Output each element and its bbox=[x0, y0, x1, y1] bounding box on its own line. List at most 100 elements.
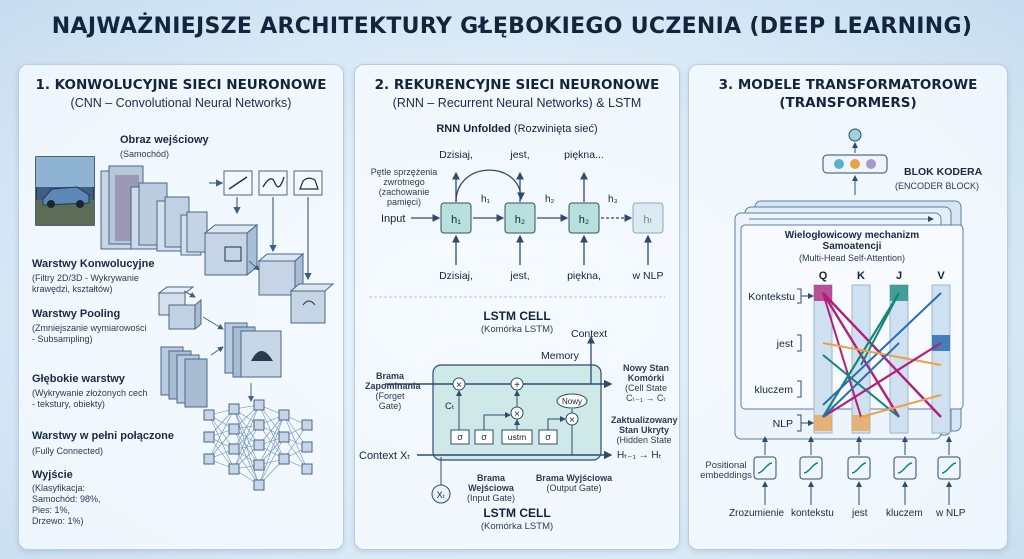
row-nlp: NLP bbox=[773, 418, 793, 430]
sine-curve-icon bbox=[897, 462, 913, 474]
fc-neuron bbox=[301, 419, 313, 431]
gate-sigma-3: σ bbox=[545, 432, 551, 442]
fc-neuron bbox=[301, 441, 313, 453]
new-state-1: Nowy Stan bbox=[622, 363, 669, 373]
forget-gate-3: (Forget Gate) bbox=[375, 391, 405, 411]
deep-sub2: - tekstury, obiekty) bbox=[32, 399, 105, 409]
gate-ustm: ustm bbox=[508, 432, 526, 442]
transformer-diagram: Q K J V Kontekstu jest kluczem NLP bbox=[734, 128, 964, 505]
fc-neuron bbox=[253, 459, 265, 471]
fc-connection bbox=[258, 436, 285, 486]
new-state-4: Cₜ₋₁ → Cₜ bbox=[625, 393, 667, 403]
rnn-unfold-sub: (Rozwinięta sieć) bbox=[510, 123, 598, 135]
fc-connection bbox=[208, 414, 235, 450]
rnn-link-1: h₁ bbox=[481, 194, 491, 205]
token-3: jest bbox=[852, 508, 868, 519]
updated-state-2: Stan Ukryty bbox=[618, 425, 670, 435]
rnn-out-1: Dzisiaj, bbox=[439, 149, 473, 161]
memory-label: Memory bbox=[541, 350, 580, 362]
conv-title: Warstwy Konwolucyjne bbox=[32, 258, 155, 270]
rnn-link-3: h₃ bbox=[608, 194, 618, 205]
row-jest: jest bbox=[776, 338, 793, 350]
fc-connection bbox=[258, 414, 285, 486]
output-line3: Pies: 1%, bbox=[32, 505, 71, 515]
encoder-title: BLOK KODERA bbox=[904, 166, 983, 178]
updated-state-3: (Hidden State bbox=[616, 435, 672, 445]
fc-title: Warstwy w pełni połączone bbox=[32, 430, 175, 442]
mha-sub: (Multi-Head Self-Attention) bbox=[798, 253, 906, 263]
gate-sigma-2: σ bbox=[481, 432, 487, 442]
cnn-diagram bbox=[35, 156, 335, 491]
pooling-blocks bbox=[157, 286, 202, 331]
ct-label: Cₜ bbox=[445, 401, 455, 412]
forget-gate-1: Brama bbox=[375, 371, 404, 381]
rnn-cell-3 bbox=[568, 202, 600, 234]
token-4: kluczem bbox=[886, 508, 923, 519]
token-1: Zrozumienie bbox=[729, 508, 785, 519]
output-title: Wyjście bbox=[32, 469, 73, 481]
lstm-cell: × + × × Nowy σ σ ustm σ Cₜ Xₜ Context Xₜ… bbox=[359, 328, 613, 504]
positional-embeddings bbox=[753, 436, 961, 505]
rnn-cell-label-4: hₜ bbox=[643, 214, 652, 226]
conv-sub2: krawędzi, kształtów) bbox=[32, 284, 113, 294]
rnn-in-2: jest, bbox=[509, 270, 529, 282]
rnn-cell-label-2: h₂ bbox=[515, 214, 525, 226]
rnn-heading: 2. REKURENCYJNE SIECI NEURONOWE bbox=[374, 77, 660, 93]
row-kontekstu: Kontekstu bbox=[748, 291, 795, 303]
forget-gate-2: Zapominania bbox=[365, 381, 421, 391]
deep-title: Głębokie warstwy bbox=[32, 373, 125, 385]
positional-label-1: Positional bbox=[705, 460, 747, 471]
row-kluczem: kluczem bbox=[754, 384, 793, 396]
fc-neuron bbox=[228, 423, 240, 435]
rnn-in-1: Dzisiaj, bbox=[439, 270, 473, 282]
fc-connection bbox=[208, 414, 235, 470]
transformer-panel: 3. MODELE TRANSFORMATOROWE (TRANSFORMERS… bbox=[688, 64, 1008, 550]
fc-connection bbox=[233, 404, 260, 450]
deep-sub1: (Wykrywanie złożonych cech bbox=[32, 388, 148, 398]
xt-label: Xₜ bbox=[437, 490, 446, 500]
fc-connection bbox=[258, 404, 285, 460]
rnn-in-3: piękna, bbox=[567, 270, 601, 282]
output-multiply: × bbox=[569, 415, 575, 426]
cell-add: + bbox=[514, 380, 520, 391]
new-state-3: (Cell State bbox=[624, 383, 668, 393]
rnn-cell-label-3: h₂ bbox=[579, 214, 589, 226]
input-gate-2: (Input Gate) bbox=[466, 493, 516, 503]
col-j: J bbox=[896, 270, 902, 282]
cnn-subheading: (CNN – Convolutional Neural Networks) bbox=[70, 96, 292, 110]
encoder-sub: (ENCODER BLOCK) bbox=[895, 181, 980, 191]
fc-sub: (Fully Connected) bbox=[32, 446, 104, 456]
rnn-input-label: Input bbox=[381, 213, 405, 225]
token-5: w NLP bbox=[936, 508, 966, 519]
page-title: NAJWAŻNIEJSZE ARCHITEKTURY GŁĘBOKIEGO UC… bbox=[51, 14, 973, 39]
cnn-panel: 1. KONWOLUCYJNE SIECI NEURONOWE (CNN – C… bbox=[18, 64, 344, 550]
rnn-in-4: w NLP bbox=[632, 270, 664, 282]
loop-label-2: zwrotnego bbox=[383, 177, 425, 187]
input-gate-1: Brama Wejściowa bbox=[468, 473, 514, 493]
forget-multiply: × bbox=[456, 380, 462, 391]
loop-label-1: Pętle sprzężenia bbox=[370, 167, 438, 177]
rnn-cell-label-1: h₁ bbox=[451, 214, 461, 226]
lstm-sub-top: (Komórka LSTM) bbox=[480, 324, 554, 335]
loop-label-3: (zachowanie pamięci) bbox=[378, 187, 430, 207]
fc-neuron bbox=[278, 431, 290, 443]
fc-neuron bbox=[253, 399, 265, 411]
context-xt-label: Context Xₜ bbox=[359, 450, 411, 462]
fc-neuron bbox=[278, 453, 290, 465]
positional-label-2: embeddings bbox=[700, 470, 752, 481]
conv-sub1: (Filtry 2D/3D - Wykrywanie bbox=[32, 273, 139, 283]
fc-neuron bbox=[203, 409, 215, 421]
updated-state-1: Zaktualizowany bbox=[611, 415, 678, 425]
input-title: Obraz wejściowy bbox=[120, 134, 209, 146]
lstm-title-bottom: LSTM CELL bbox=[483, 506, 551, 520]
sine-curve-icon bbox=[851, 462, 867, 474]
sine-curve-icon bbox=[941, 462, 957, 474]
col-k: K bbox=[857, 270, 865, 282]
deep-layer-blocks bbox=[160, 316, 282, 408]
rnn-diagram: h₁ h₂ h₂ hₜ h₁ h₂ h₃ Input Dzisiaj, jest… bbox=[359, 149, 665, 504]
fc-neuron bbox=[228, 463, 240, 475]
fc-neuron bbox=[203, 431, 215, 443]
mha-title-2: Samoatencji bbox=[822, 241, 882, 252]
gate-sigma-1: σ bbox=[457, 432, 463, 442]
output-line4: Drzewo: 1%) bbox=[32, 516, 84, 526]
